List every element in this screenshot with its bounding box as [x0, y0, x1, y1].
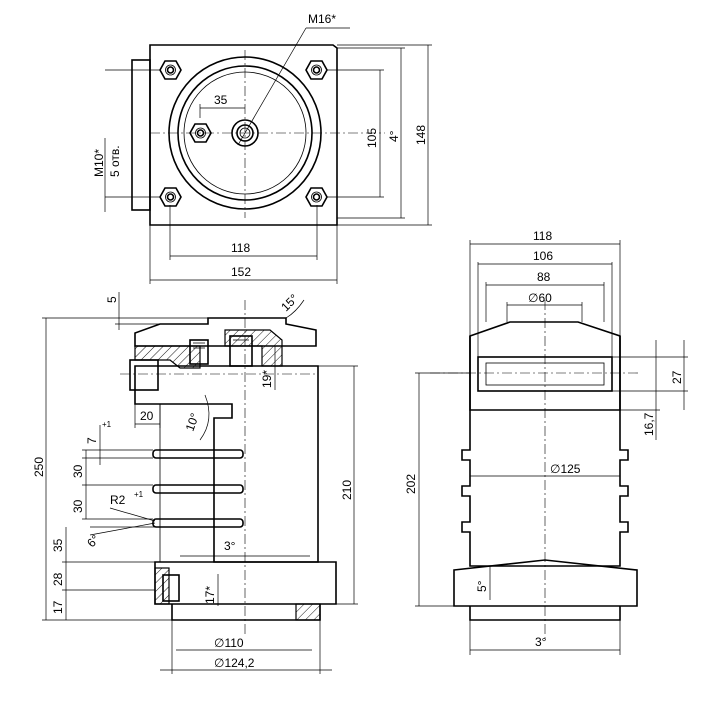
- dim-30b-label: 30: [71, 499, 85, 513]
- top-view-side-boss: [131, 59, 151, 211]
- top-view: 35 M16* M10* 5 отв. 105 4° 148 118: [92, 12, 432, 284]
- side-view: 118 106 88 ∅60 27 16,7 202 ∅125 5: [404, 229, 688, 655]
- dim-5-label: 5: [105, 296, 119, 303]
- angle-6-label: 6°: [84, 532, 102, 550]
- dim-7-tolerance: +1: [102, 420, 112, 429]
- side-base: [453, 559, 638, 607]
- angle-3-label: 3°: [224, 539, 236, 553]
- side-dim-16-7-label: 16,7: [642, 412, 656, 436]
- dim-250-label: 250: [32, 457, 46, 477]
- radius-tolerance: +1: [134, 490, 144, 499]
- side-angle-3-label: 3°: [535, 635, 547, 649]
- dim-19-label: 19*: [260, 370, 274, 388]
- section-base: [154, 561, 337, 605]
- angle-4-label: 4°: [387, 130, 401, 142]
- dim-118-top-label: 118: [231, 241, 250, 255]
- dim-17-label: 17: [51, 600, 65, 614]
- radius-label: R2: [110, 493, 126, 507]
- section-body: [134, 365, 319, 563]
- dim-105-label: 105: [365, 128, 379, 148]
- side-dim-202-label: 202: [404, 474, 418, 494]
- dim-35-label: 35: [214, 93, 228, 107]
- angle-10-label: 10°: [183, 411, 202, 433]
- thread-m16-label: M16*: [308, 12, 336, 26]
- section-grooves: [152, 449, 244, 528]
- dim-35-label: 35: [51, 538, 65, 552]
- side-dim-27-label: 27: [670, 370, 684, 384]
- dim-210-label: 210: [340, 480, 354, 500]
- diameter-110-label: ∅110: [214, 636, 244, 650]
- top-view-bolts: [159, 60, 328, 207]
- section-view: 250 5 15° 19* 20 10° 7 +1 30 30 R2: [32, 291, 358, 674]
- side-dia-125-label: ∅125: [550, 462, 581, 476]
- side-dim-118-label: 118: [533, 229, 552, 243]
- dim-30a-label: 30: [71, 464, 85, 478]
- dim-20-label: 20: [140, 409, 154, 423]
- thread-m10-label: M10*: [92, 149, 106, 177]
- dim-7-label: 7: [85, 437, 99, 444]
- side-dia-60-label: ∅60: [528, 291, 552, 305]
- diameter-124-label: ∅124,2: [214, 656, 255, 670]
- dim-28-label: 28: [51, 572, 65, 586]
- side-dim-88-label: 88: [537, 270, 551, 284]
- dim-17-star-label: 17*: [203, 586, 217, 604]
- section-cap: [134, 317, 317, 347]
- side-dim-106-label: 106: [533, 249, 553, 263]
- dim-148-label: 148: [414, 125, 428, 145]
- dim-152-label: 152: [231, 265, 251, 279]
- side-angle-5-label: 5°: [475, 580, 489, 592]
- holes-count-label: 5 отв.: [108, 145, 122, 177]
- angle-15-label: 15°: [278, 291, 301, 314]
